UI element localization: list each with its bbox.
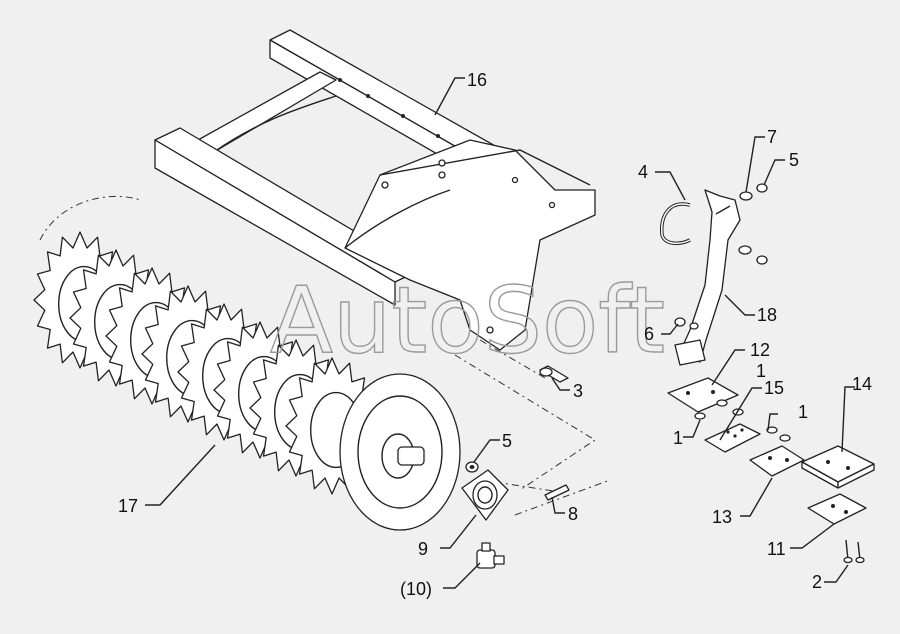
frame-assembly <box>154 29 596 351</box>
washer-7 <box>738 191 753 255</box>
callout-1-right: 1 <box>798 402 808 422</box>
callout-5-nut: 5 <box>502 431 512 451</box>
nut-5-bracket <box>756 183 768 265</box>
plate-11 <box>807 493 867 525</box>
assembly-lines <box>454 339 611 516</box>
callout-10: (10) <box>400 579 432 599</box>
callout-15: 15 <box>764 378 784 398</box>
bolt-3 <box>539 365 569 383</box>
leader-lines <box>145 77 855 589</box>
callout-6: 6 <box>644 324 654 344</box>
callout-13: 13 <box>712 507 732 527</box>
callout-1-top: 1 <box>756 361 766 381</box>
roller-end-drum <box>339 373 461 531</box>
pin-8 <box>544 484 570 501</box>
toothed-roller <box>33 195 379 495</box>
plate-12 <box>667 377 739 413</box>
plate-15 <box>704 423 761 453</box>
callout-16: 16 <box>467 70 487 90</box>
callout-9: 9 <box>418 539 428 559</box>
block-14 <box>801 445 875 489</box>
callout-7: 7 <box>767 127 777 147</box>
callout-17: 17 <box>118 496 138 516</box>
nut-5 <box>465 461 479 473</box>
callout-4: 4 <box>638 162 648 182</box>
callout-8: 8 <box>568 504 578 524</box>
u-bolt-4 <box>660 202 691 246</box>
callout-2: 2 <box>812 572 822 592</box>
bearing-flange-9 <box>461 469 509 521</box>
callout-3: 3 <box>573 381 583 401</box>
bolts-2 <box>843 539 865 564</box>
callout-14: 14 <box>852 374 872 394</box>
grease-nipple-10 <box>476 542 505 569</box>
callout-labels: 16 17 3 5 8 9 (10) 4 7 5 18 6 12 1 15 1 … <box>118 70 872 599</box>
roller-hidden-outline <box>39 195 141 241</box>
callout-12: 12 <box>750 340 770 360</box>
callout-18: 18 <box>757 305 777 325</box>
scraper-bracket-18 <box>674 189 741 366</box>
plate-13 <box>749 445 805 477</box>
watermark: AutoSoft <box>270 267 665 374</box>
callout-1-left: 1 <box>673 428 683 448</box>
callout-11: 11 <box>767 539 786 559</box>
callout-5-bracket: 5 <box>789 150 799 170</box>
